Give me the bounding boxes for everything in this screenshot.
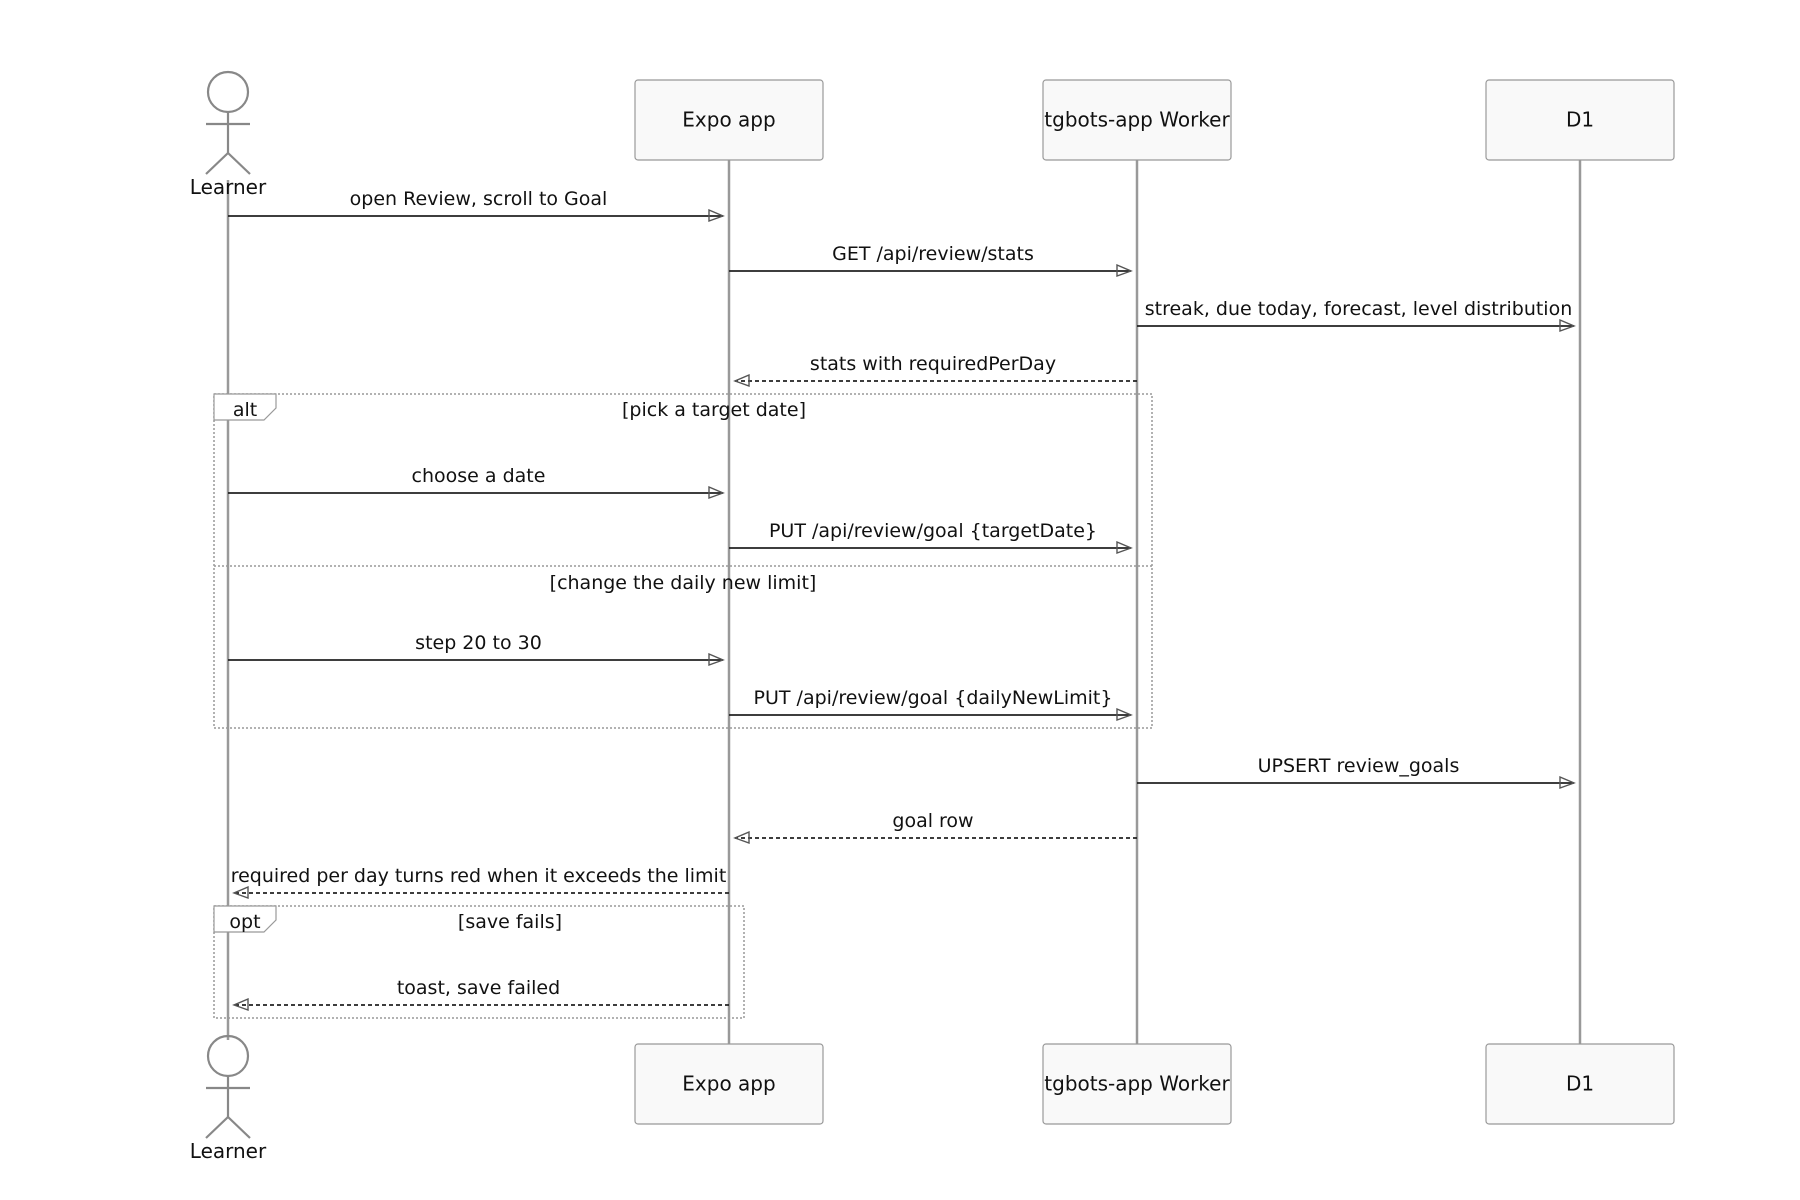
arrow-head-icon (232, 885, 249, 899)
message-label: choose a date (412, 465, 546, 487)
message-label: goal row (892, 810, 973, 832)
arrow-head-icon (733, 830, 750, 844)
opt-frame-tag (213, 905, 277, 933)
arrow-head-icon (232, 997, 249, 1011)
participant-label: tgbots-app Worker (1044, 108, 1230, 132)
participant-expo-top: Expo app (634, 79, 824, 161)
message-label: step 20 to 30 (415, 632, 542, 654)
actor-head-icon (206, 70, 250, 114)
message-10: goal row (733, 810, 1137, 844)
actor-bottom: Learner (190, 1034, 267, 1163)
message-9: UPSERT review_goals (1137, 755, 1576, 789)
message-7: step 20 to 30 (228, 632, 725, 666)
message-4: stats with requiredPerDay (733, 353, 1137, 387)
participant-box (1485, 1043, 1675, 1125)
arrow-head-icon (1116, 540, 1133, 554)
participant-label: Expo app (682, 1072, 775, 1096)
actor-right-leg-icon (227, 1116, 251, 1139)
message-label: toast, save failed (397, 977, 560, 999)
message-label: PUT /api/review/goal {targetDate} (769, 520, 1097, 542)
participant-worker-bottom: tgbots-app Worker (1042, 1043, 1232, 1125)
message-11: required per day turns red when it excee… (231, 865, 729, 899)
actor-label: Learner (190, 175, 267, 199)
arrow-head-icon (1116, 707, 1133, 721)
participant-label: D1 (1566, 108, 1594, 132)
opt-frame (213, 905, 745, 1019)
message-2: GET /api/review/stats (729, 243, 1133, 277)
message-label: required per day turns red when it excee… (231, 865, 727, 887)
arrow-head-icon (1559, 318, 1576, 332)
arrow-head-icon (708, 208, 725, 222)
message-1: open Review, scroll to Goal (228, 188, 725, 222)
participant-box (1485, 79, 1675, 161)
arrow-head-icon (1559, 775, 1576, 789)
lifelines (226, 160, 1582, 1044)
participant-label: D1 (1566, 1072, 1594, 1096)
arrow-head-icon (733, 373, 750, 387)
participant-d1-top: D1 (1485, 79, 1675, 161)
message-6: PUT /api/review/goal {targetDate} (729, 520, 1133, 554)
message-label: PUT /api/review/goal {dailyNewLimit} (754, 687, 1113, 709)
arrow-head-icon (1116, 263, 1133, 277)
actor-label: Learner (190, 1139, 267, 1163)
participant-box (1042, 79, 1232, 161)
participant-box (634, 1043, 824, 1125)
participant-label: Expo app (682, 108, 775, 132)
message-label: stats with requiredPerDay (810, 353, 1056, 375)
actor-left-leg-icon (205, 152, 229, 175)
participant-expo-bottom: Expo app (634, 1043, 824, 1125)
message-12: toast, save failed (232, 977, 729, 1011)
message-label: GET /api/review/stats (832, 243, 1034, 265)
arrow-head-icon (708, 485, 725, 499)
actor-head-icon (206, 1034, 250, 1078)
participant-d1-bottom: D1 (1485, 1043, 1675, 1125)
participant-worker-top: tgbots-app Worker (1042, 79, 1232, 161)
alt-frame-condition-1: [pick a target date] (622, 399, 806, 421)
message-label: open Review, scroll to Goal (350, 188, 608, 210)
actor-right-leg-icon (227, 152, 251, 175)
alt-frame-tag-label: alt (233, 399, 257, 421)
participant-box (1042, 1043, 1232, 1125)
message-label: streak, due today, forecast, level distr… (1145, 298, 1573, 320)
alt-frame-condition-2: [change the daily new limit] (550, 572, 817, 594)
opt-frame-condition: [save fails] (458, 911, 562, 933)
frames: alt [pick a target date] [change the daily… (213, 393, 1153, 1019)
arrow-head-icon (708, 652, 725, 666)
message-3: streak, due today, forecast, level distr… (1137, 298, 1576, 332)
message-8: PUT /api/review/goal {dailyNewLimit} (729, 687, 1133, 721)
message-label: UPSERT review_goals (1258, 755, 1460, 777)
actor-left-leg-icon (205, 1116, 229, 1139)
participant-label: tgbots-app Worker (1044, 1072, 1230, 1096)
opt-frame-tag-label: opt (229, 911, 260, 933)
alt-frame-tag (213, 393, 277, 421)
participant-box (634, 79, 824, 161)
actor-top: Learner (190, 70, 267, 199)
alt-frame (213, 393, 1153, 729)
message-5: choose a date (228, 465, 725, 499)
